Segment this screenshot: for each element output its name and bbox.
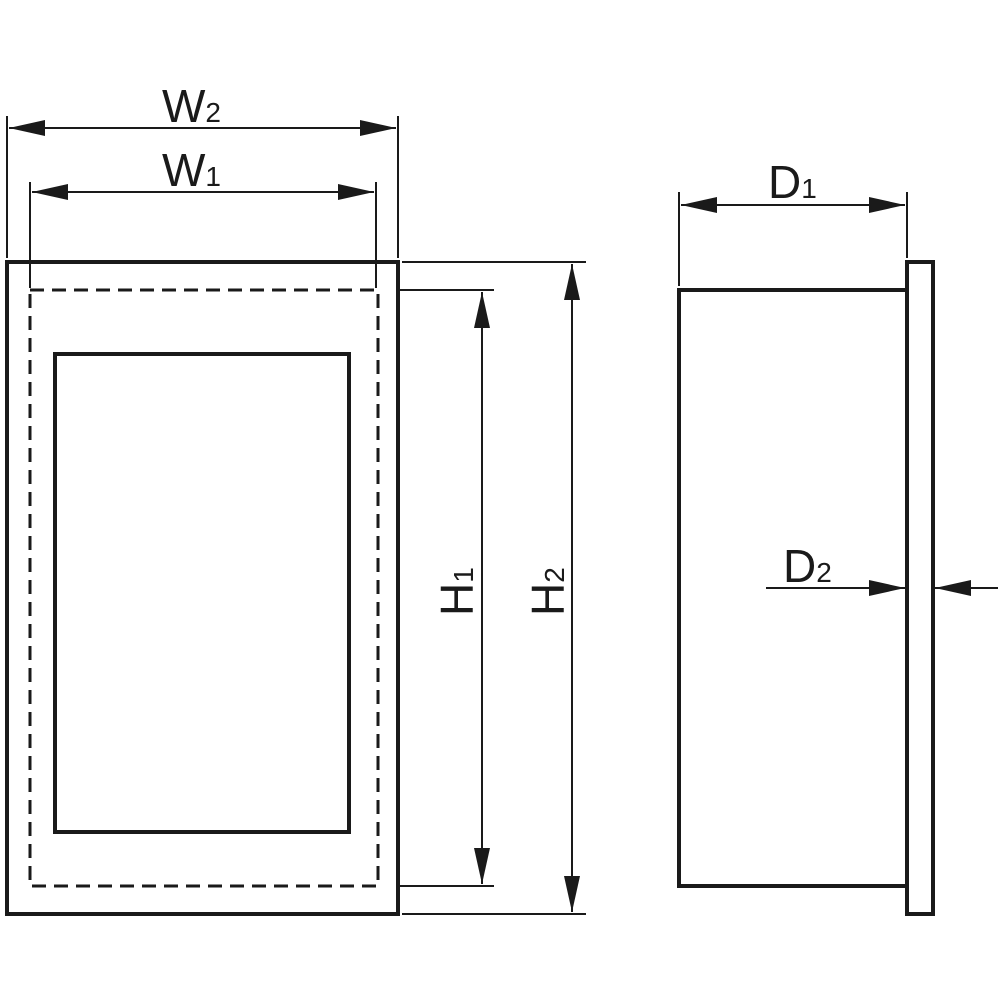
h1-arrow-bottom — [474, 848, 490, 884]
w2-subscript: 2 — [205, 97, 221, 128]
h2-label: H2 — [522, 567, 574, 616]
dimension-w2: W2 — [6, 80, 399, 258]
h1-letter: H — [431, 583, 483, 616]
h2-subscript: 2 — [539, 567, 570, 583]
d1-label: D1 — [768, 156, 817, 208]
d2-subscript: 2 — [816, 557, 832, 588]
dimension-d1: D1 — [678, 156, 908, 286]
h2-arrow-bottom — [564, 876, 580, 912]
dimension-d2: D2 — [766, 540, 998, 596]
w1-arrow-left — [32, 184, 68, 200]
d1-arrow-right — [869, 197, 905, 213]
front-view — [5, 260, 400, 916]
d2-label: D2 — [783, 540, 832, 592]
w2-letter: W — [162, 80, 206, 132]
w2-arrow-right — [360, 120, 396, 136]
w1-label: W1 — [162, 144, 221, 196]
front-window — [53, 352, 351, 834]
front-outer-frame — [5, 260, 400, 916]
d1-letter: D — [768, 156, 801, 208]
w2-label: W2 — [162, 80, 221, 132]
h1-subscript: 1 — [448, 567, 479, 583]
dimension-w1: W1 — [29, 144, 377, 288]
d1-arrow-left — [681, 197, 717, 213]
w1-arrow-right — [338, 184, 374, 200]
h1-arrow-top — [474, 292, 490, 328]
d2-arrow-right — [935, 580, 971, 596]
h1-label: H1 — [431, 567, 483, 616]
front-cutout-outline — [28, 288, 380, 888]
w1-subscript: 1 — [205, 161, 221, 192]
d2-arrow-left — [869, 580, 905, 596]
d2-letter: D — [783, 540, 816, 592]
w1-letter: W — [162, 144, 206, 196]
dimension-h1: H1 — [398, 289, 494, 887]
d1-subscript: 1 — [801, 173, 817, 204]
dimension-h2: H2 — [402, 261, 586, 915]
h2-letter: H — [522, 583, 574, 616]
side-view — [677, 260, 935, 916]
side-flange — [905, 260, 935, 916]
h2-arrow-top — [564, 264, 580, 300]
w2-arrow-left — [9, 120, 45, 136]
